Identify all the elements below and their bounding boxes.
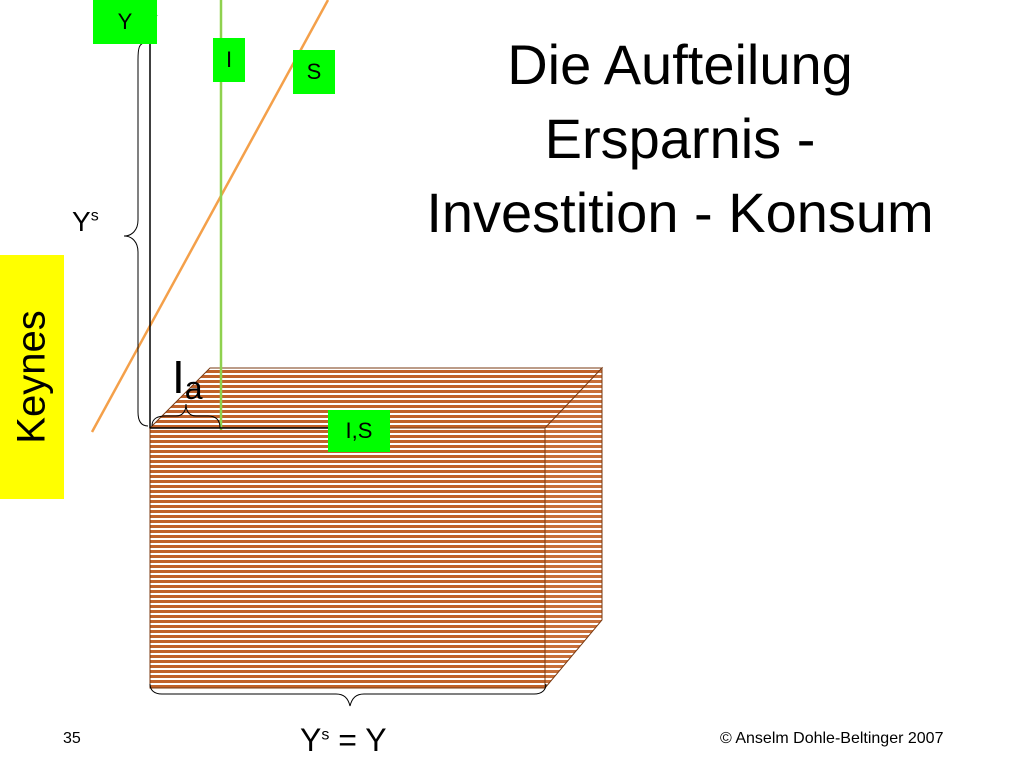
ys-label-sup: s [90, 207, 99, 225]
keynes-sidebar: Keynes [0, 255, 64, 499]
y-axis-tag: Y [93, 0, 157, 44]
keynes-label: Keynes [9, 310, 54, 444]
eq-rest: = Y [329, 722, 387, 758]
box-front-face [149, 427, 546, 689]
title-line-2: Ersparnis - [544, 107, 816, 170]
slide-title: Die Aufteilung Ersparnis - Investition -… [380, 28, 980, 250]
ia-label-sub: a [184, 370, 203, 406]
page-number: 35 [63, 730, 81, 747]
eq-base: Y [300, 722, 322, 758]
ys-equals-y-label: Ys = Y [300, 722, 387, 759]
ys-label: Ys [72, 206, 99, 238]
savings-tag: S [293, 50, 335, 94]
title-line-1: Die Aufteilung [507, 33, 853, 96]
title-line-3: Investition - Konsum [426, 181, 934, 244]
investment-tag: I [213, 38, 245, 82]
x-axis-tag: I,S [328, 410, 390, 452]
ia-label: Ia [172, 350, 203, 407]
ia-label-base: I [172, 351, 185, 403]
copyright-notice: © Anselm Dohle-Beltinger 2007 [720, 730, 944, 747]
savings-line [90, 0, 330, 433]
vertical-brace [123, 41, 149, 427]
bottom-brace [149, 683, 547, 707]
horizontal-brace-small [151, 403, 221, 429]
ys-label-base: Y [72, 206, 91, 237]
eq-sup: s [321, 726, 330, 744]
box-side-face [544, 366, 603, 690]
